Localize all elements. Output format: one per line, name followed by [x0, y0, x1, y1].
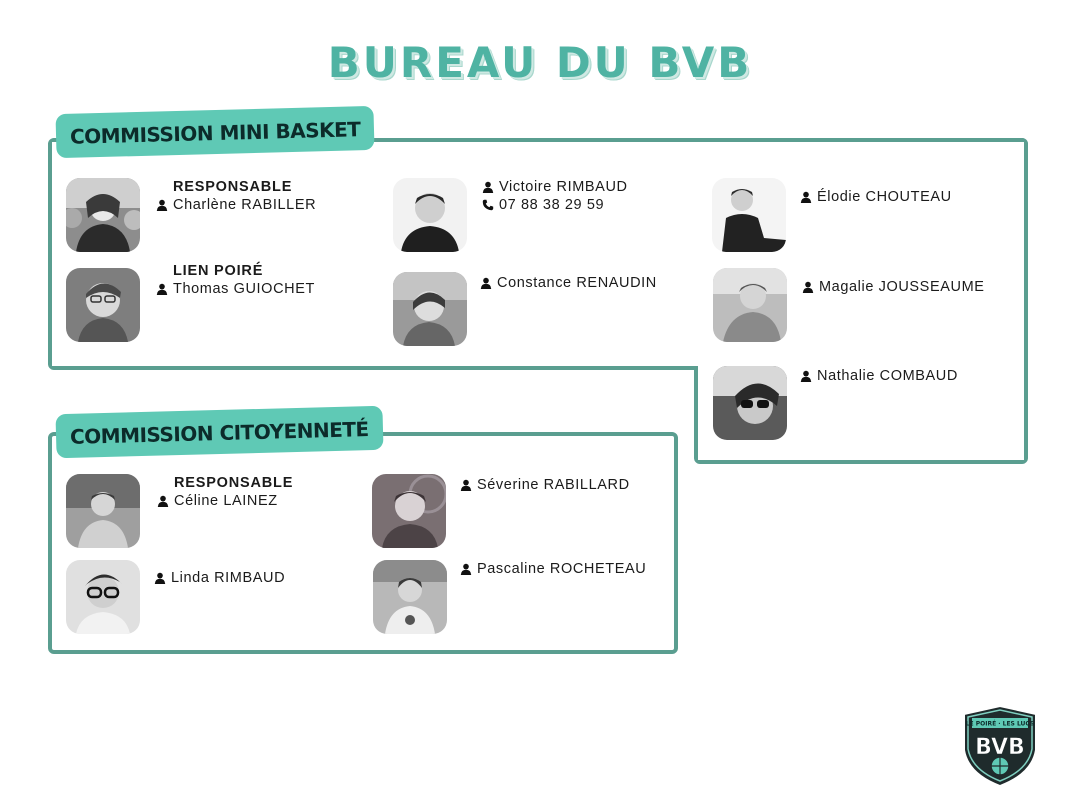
person-icon	[157, 495, 169, 507]
member-name: Charlène RABILLER	[173, 197, 317, 213]
member-photo	[393, 272, 467, 346]
member-info: Pascaline ROCHETEAU	[460, 560, 646, 578]
club-logo: LE POIRÉ · LES LUCS BVB	[958, 704, 1042, 788]
member-info: Élodie CHOUTEAU	[800, 188, 952, 206]
person-icon	[460, 563, 472, 575]
member-name: Victoire RIMBAUD	[499, 179, 628, 195]
section-heading-citoyennete: COMMISSION CITOYENNETÉ	[55, 405, 384, 459]
member-photo	[713, 366, 787, 440]
member-info: RESPONSABLE Charlène RABILLER	[156, 178, 316, 214]
logo-letters: BVB	[975, 735, 1025, 760]
member-info: Nathalie COMBAUD	[800, 367, 958, 385]
logo-top-text: LE POIRÉ · LES LUCS	[966, 720, 1035, 728]
page-title: BUREAU DU BVB	[327, 38, 753, 87]
member-role: RESPONSABLE	[174, 475, 294, 491]
member-name: Thomas GUIOCHET	[173, 281, 315, 297]
person-icon	[460, 479, 472, 491]
person-icon	[802, 281, 814, 293]
member-photo	[372, 474, 446, 548]
person-icon	[154, 572, 166, 584]
member-photo	[66, 178, 140, 252]
person-icon	[482, 181, 494, 193]
member-info: Magalie JOUSSEAUME	[802, 278, 985, 296]
member-info: Séverine RABILLARD	[460, 476, 630, 494]
member-photo	[373, 560, 447, 634]
citoyennete-frame	[48, 432, 678, 654]
member-name: Nathalie COMBAUD	[817, 368, 958, 384]
member-name: Élodie CHOUTEAU	[817, 189, 952, 205]
member-photo	[66, 474, 140, 548]
phone-icon	[482, 199, 494, 211]
member-name: Magalie JOUSSEAUME	[819, 279, 985, 295]
member-phone: 07 88 38 29 59	[499, 197, 605, 213]
member-photo	[713, 268, 787, 342]
member-name: Linda RIMBAUD	[171, 570, 286, 586]
member-photo	[393, 178, 467, 252]
member-name: Pascaline ROCHETEAU	[477, 561, 647, 577]
member-role: LIEN POIRÉ	[173, 263, 264, 279]
member-name: Constance RENAUDIN	[497, 275, 657, 291]
member-info: Victoire RIMBAUD 07 88 38 29 59	[482, 178, 628, 214]
member-name: Céline LAINEZ	[174, 493, 278, 509]
member-role: RESPONSABLE	[173, 179, 293, 195]
member-info: Linda RIMBAUD	[154, 569, 285, 587]
person-icon	[156, 283, 168, 295]
person-icon	[480, 277, 492, 289]
person-icon	[800, 191, 812, 203]
member-info: RESPONSABLE Céline LAINEZ	[157, 474, 293, 510]
member-name: Séverine RABILLARD	[477, 477, 630, 493]
member-info: LIEN POIRÉ Thomas GUIOCHET	[156, 262, 315, 298]
member-photo	[66, 268, 140, 342]
member-info: Constance RENAUDIN	[480, 274, 657, 292]
member-photo	[712, 178, 786, 252]
member-photo	[66, 560, 140, 634]
person-icon	[800, 370, 812, 382]
person-icon	[156, 199, 168, 211]
section-heading-mini-basket: COMMISSION MINI BASKET	[55, 105, 375, 159]
